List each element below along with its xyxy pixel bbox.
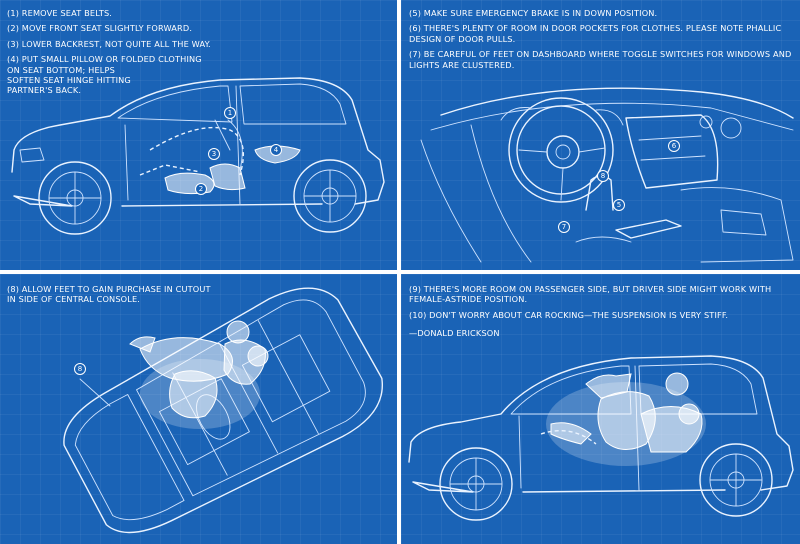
svg-text:6: 6 bbox=[672, 142, 677, 150]
svg-text:2: 2 bbox=[199, 185, 203, 193]
instructions-1-4: (1) REMOVE SEAT BELTS. (2) MOVE FRONT SE… bbox=[7, 8, 237, 101]
note-1: (1) REMOVE SEAT BELTS. bbox=[7, 8, 237, 18]
panel-top-view: 8 (8) ALLOW FEET TO GAIN PURCHASE IN CUT… bbox=[0, 274, 397, 544]
instructions-5-7: (5) MAKE SURE EMERGENCY BRAKE IS IN DOWN… bbox=[409, 8, 794, 75]
svg-text:8: 8 bbox=[78, 365, 82, 373]
svg-text:1: 1 bbox=[228, 109, 232, 117]
callout-8: 8 bbox=[75, 364, 86, 375]
callout-markers-3: 8 bbox=[0, 274, 397, 544]
svg-text:3: 3 bbox=[212, 150, 216, 158]
callout-8: 8 bbox=[598, 171, 609, 182]
callout-3: 3 bbox=[209, 149, 220, 160]
author-signature: —DONALD ERICKSON bbox=[409, 328, 794, 338]
callout-5: 5 bbox=[614, 200, 625, 211]
note-2: (2) MOVE FRONT SEAT SLIGHTLY FORWARD. bbox=[7, 23, 237, 33]
instructions-8: (8) ALLOW FEET TO GAIN PURCHASE IN CUTOU… bbox=[7, 284, 247, 310]
note-8: (8) ALLOW FEET TO GAIN PURCHASE IN CUTOU… bbox=[7, 284, 247, 305]
svg-text:5: 5 bbox=[617, 201, 621, 209]
note-5: (5) MAKE SURE EMERGENCY BRAKE IS IN DOWN… bbox=[409, 8, 794, 18]
note-3: (3) LOWER BACKREST, NOT QUITE ALL THE WA… bbox=[7, 39, 237, 49]
callout-6: 6 bbox=[669, 141, 680, 152]
panel-dashboard: 5 6 7 8 (5) MAKE SURE EMERGENCY BRAKE IS… bbox=[401, 0, 800, 270]
svg-text:4: 4 bbox=[274, 146, 279, 154]
panel-seat-setup: 1 2 3 4 (1) REMOVE SEAT BELTS. (2) MOVE … bbox=[0, 0, 397, 270]
svg-text:7: 7 bbox=[562, 223, 566, 231]
note-7: (7) BE CAREFUL OF FEET ON DASHBOARD WHER… bbox=[409, 49, 794, 70]
note-4: (4) PUT SMALL PILLOW OR FOLDED CLOTHING … bbox=[7, 54, 237, 96]
callout-7: 7 bbox=[559, 222, 570, 233]
callout-1: 1 bbox=[225, 108, 236, 119]
note-9: (9) THERE'S MORE ROOM ON PASSENGER SIDE,… bbox=[409, 284, 794, 305]
note-10: (10) DON'T WORRY ABOUT CAR ROCKING—THE S… bbox=[409, 310, 794, 320]
callout-4: 4 bbox=[271, 145, 282, 156]
callout-2: 2 bbox=[196, 184, 207, 195]
panel-passenger-side: (9) THERE'S MORE ROOM ON PASSENGER SIDE,… bbox=[401, 274, 800, 544]
instructions-9-10: (9) THERE'S MORE ROOM ON PASSENGER SIDE,… bbox=[409, 284, 794, 344]
note-6: (6) THERE'S PLENTY OF ROOM IN DOOR POCKE… bbox=[409, 23, 794, 44]
svg-text:8: 8 bbox=[601, 172, 605, 180]
